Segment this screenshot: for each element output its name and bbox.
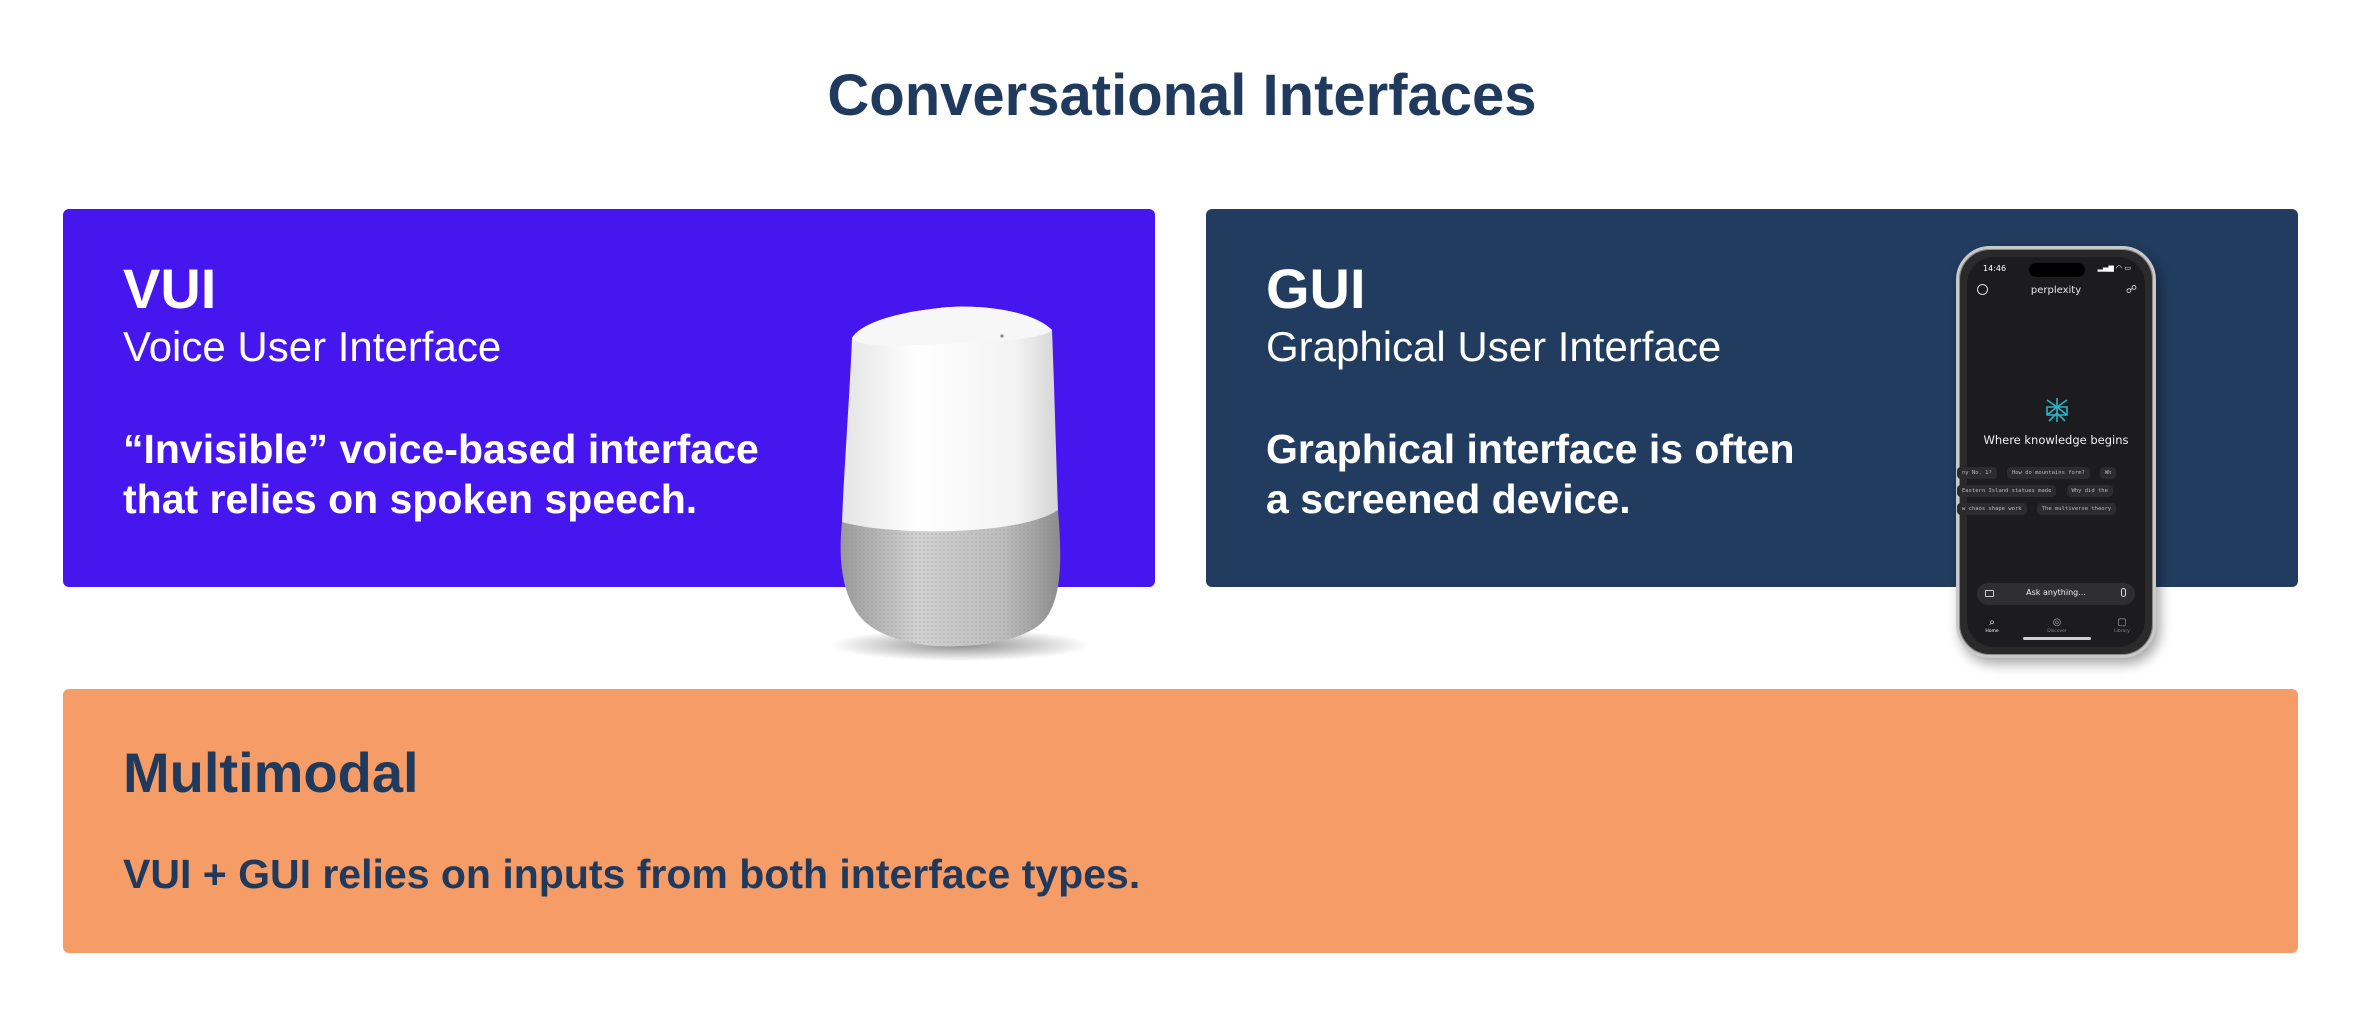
smart-speaker-icon [830, 306, 1090, 661]
multimodal-heading: Multimodal [123, 741, 419, 804]
suggestion-chip[interactable]: The multiverse theory [2036, 503, 2117, 515]
status-icons: ▂▄▆ ◠ ▭ [2097, 264, 2131, 272]
gui-heading: GUI [1266, 257, 1366, 320]
search-icon: ⌕ [1989, 617, 1995, 628]
library-icon: ▢ [2117, 617, 2127, 628]
suggestion-chip[interactable]: Eastern Island statues made [1957, 485, 2057, 497]
compass-icon: ◎ [2052, 617, 2062, 628]
ask-input[interactable]: Ask anything... [1977, 583, 2135, 605]
image-icon[interactable] [1985, 590, 1994, 597]
suggestion-row-3: w chaos shape work The multiverse theory [1957, 495, 2121, 515]
suggestion-row-1: ny No. 1? How do mountains form? Wh [1957, 459, 2121, 479]
profile-icon[interactable] [1977, 284, 1988, 295]
tab-discover-label: Discover [2047, 629, 2067, 634]
multimodal-description: VUI + GUI relies on inputs from both int… [123, 851, 1141, 897]
ask-input-placeholder: Ask anything... [2026, 588, 2086, 597]
dynamic-island [2029, 263, 2085, 277]
vui-subtitle: Voice User Interface [123, 323, 502, 370]
gui-description: Graphical interface is often a screened … [1266, 424, 1795, 524]
home-indicator [2023, 637, 2091, 640]
multimodal-card: Multimodal VUI + GUI relies on inputs fr… [63, 689, 2298, 953]
gui-subtitle: Graphical User Interface [1266, 323, 1722, 370]
suggestion-chip[interactable]: How do mountains form? [2006, 467, 2090, 479]
suggestion-chip[interactable]: w chaos shape work [1957, 503, 2027, 515]
microphone-icon[interactable] [2121, 588, 2126, 597]
phone-tab-bar: ⌕ Home ◎ Discover ▢ Library [1967, 617, 2145, 641]
gui-description-line-1: Graphical interface is often [1266, 426, 1795, 472]
phone-tagline: Where knowledge begins [1983, 433, 2129, 447]
vui-description: “Invisible” voice-based interface that r… [123, 424, 759, 524]
tab-home[interactable]: ⌕ Home [1977, 617, 2007, 634]
tab-library[interactable]: ▢ Library [2107, 617, 2137, 634]
suggestion-chip[interactable]: Why did the [2066, 485, 2113, 497]
smartphone-icon: 14:46 ▂▄▆ ◠ ▭ perplexity ☍ Where knowled… [1956, 246, 2156, 658]
tab-home-label: Home [1985, 629, 1999, 634]
perplexity-logo-icon [2046, 398, 2068, 422]
suggestion-row-2: Eastern Island statues made Why did the [1957, 477, 2118, 497]
phone-time: 14:46 [1983, 264, 2007, 273]
tab-discover[interactable]: ◎ Discover [2042, 617, 2072, 634]
add-user-icon[interactable]: ☍ [2125, 283, 2137, 296]
phone-screen: 14:46 ▂▄▆ ◠ ▭ perplexity ☍ Where knowled… [1957, 257, 2145, 647]
suggestion-chip[interactable]: Wh [2099, 467, 2117, 479]
suggestion-chip[interactable]: ny No. 1? [1957, 467, 1997, 479]
phone-app-name: perplexity [2030, 285, 2082, 296]
vui-heading: VUI [123, 257, 217, 320]
vui-description-line-2: that relies on spoken speech. [123, 476, 698, 522]
page-title: Conversational Interfaces [827, 63, 1537, 128]
tab-library-label: Library [2114, 629, 2130, 634]
vui-description-line-1: “Invisible” voice-based interface [123, 426, 759, 472]
gui-description-line-2: a screened device. [1266, 476, 1631, 522]
